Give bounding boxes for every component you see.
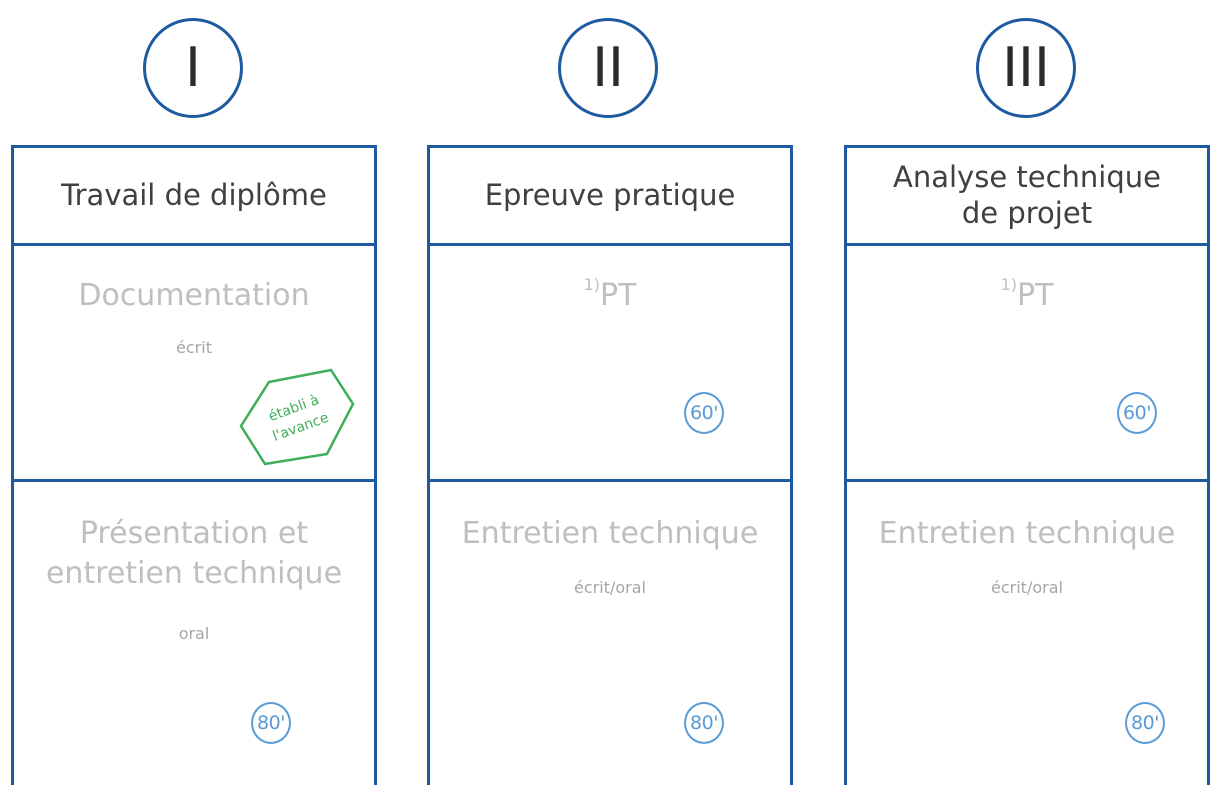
header-text: Epreuve pratique — [484, 177, 736, 212]
section-title-line-2: entretien technique — [45, 555, 343, 591]
column-analyse-technique: Analyse technique de projet 1)PT 60' Ent… — [844, 145, 1210, 785]
column-header: Epreuve pratique — [430, 148, 790, 246]
section-title: 1)PT — [430, 275, 790, 316]
column-header: Analyse technique de projet — [847, 148, 1207, 246]
section-title-text: PT — [1017, 278, 1054, 313]
header-text-line-1: Analyse technique — [893, 160, 1161, 195]
duration-badge: 80' — [251, 702, 291, 744]
footnote-marker: 1) — [583, 275, 600, 294]
column-epreuve-pratique: Epreuve pratique 1)PT 60' Entretien tech… — [427, 145, 793, 785]
section-title-line-1: Présentation et — [79, 516, 309, 551]
hexagon-badge-icon: établi à l'avance — [239, 368, 355, 466]
section-pt: 1)PT 60' — [847, 246, 1207, 482]
numeral-circle-3: III — [976, 18, 1076, 118]
section-pt: 1)PT 60' — [430, 246, 790, 482]
section-presentation-entretien: Présentation et entretien technique oral… — [14, 482, 374, 788]
section-entretien-technique: Entretien technique écrit/oral 80' — [847, 482, 1207, 788]
column-header: Travail de diplôme — [14, 148, 374, 246]
section-documentation: Documentation écrit établi à l'avance — [14, 246, 374, 482]
numeral-circle-2: II — [558, 18, 658, 118]
section-title: Présentation et entretien technique — [14, 514, 374, 593]
header-text-line-2: de projet — [961, 195, 1093, 230]
section-title: Entretien technique — [461, 516, 759, 551]
header-text: Travail de diplôme — [61, 177, 327, 212]
section-entretien-technique: Entretien technique écrit/oral 80' — [430, 482, 790, 788]
duration-badge: 80' — [684, 702, 724, 744]
section-subtitle: écrit — [176, 338, 212, 357]
section-subtitle: oral — [178, 624, 210, 643]
duration-badge: 80' — [1125, 702, 1165, 744]
footnote-marker: 1) — [1000, 275, 1017, 294]
duration-badge: 60' — [684, 392, 724, 434]
section-subtitle: écrit/oral — [991, 578, 1063, 597]
section-title: Entretien technique — [878, 516, 1176, 551]
section-title: 1)PT — [847, 275, 1207, 316]
numeral-circle-1: I — [143, 18, 243, 118]
duration-badge: 60' — [1117, 392, 1157, 434]
section-title: Documentation — [78, 278, 310, 313]
section-subtitle: écrit/oral — [574, 578, 646, 597]
column-travail-de-diplome: Travail de diplôme Documentation écrit é… — [11, 145, 377, 785]
section-title-text: PT — [600, 278, 637, 313]
